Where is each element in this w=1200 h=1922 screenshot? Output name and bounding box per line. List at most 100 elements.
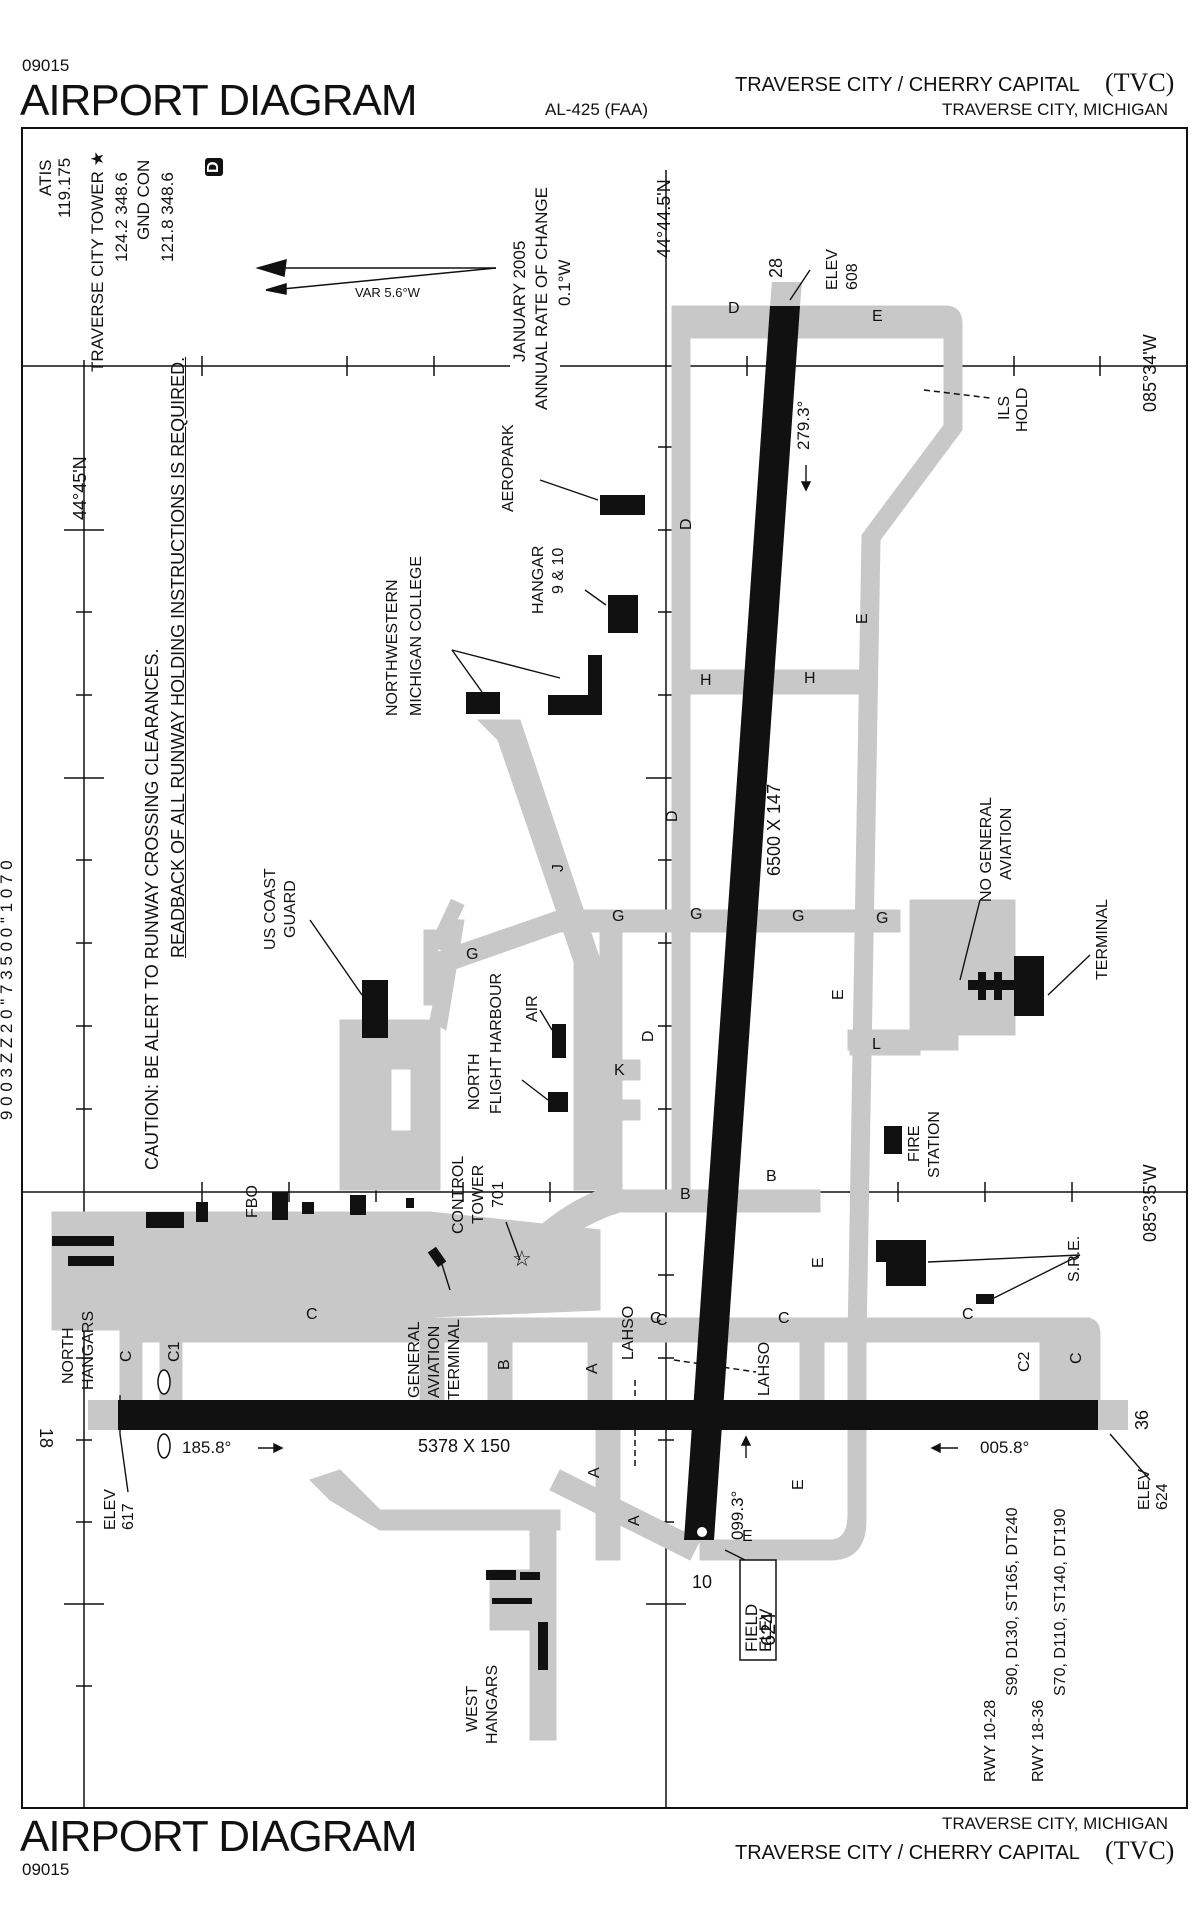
hold-marker-c1-north bbox=[157, 1369, 171, 1395]
rwy-10-28-dimensions: 6500 X 147 bbox=[764, 783, 784, 876]
control-tower-icon: ☆ bbox=[512, 1246, 532, 1271]
label-aeropark: AEROPARK bbox=[500, 424, 517, 512]
fbo-apron bbox=[51, 1211, 601, 1331]
label-control-tower-3: 701 bbox=[490, 1181, 507, 1208]
caution-line-2: READBACK OF ALL RUNWAY HOLDING INSTRUCTI… bbox=[168, 356, 188, 958]
field-elev-box bbox=[739, 1559, 777, 1661]
rwy-18-number: 18 bbox=[36, 1428, 56, 1449]
label-hangar-9-10: 9 & 10 bbox=[550, 547, 567, 594]
taxiway-label-d-4: D bbox=[640, 1030, 657, 1042]
taxiway-label-c-4: C bbox=[962, 1306, 974, 1323]
uscg-building bbox=[362, 980, 388, 1038]
label-uscg-2: GUARD bbox=[282, 880, 299, 938]
label-control-tower-1: CONTROL bbox=[450, 1155, 467, 1234]
heading-arrows bbox=[258, 465, 958, 1458]
lahso-label-1: LAHSO bbox=[620, 1305, 637, 1360]
runway-28-blast-pad bbox=[770, 282, 802, 306]
nmc-building-2 bbox=[466, 692, 500, 714]
lat-top-label: 44°44.5'N bbox=[654, 179, 674, 258]
tower-freq: 124.2 348.6 bbox=[112, 172, 131, 262]
taxiway-label-e-5: G bbox=[466, 946, 479, 963]
taxiway-label-b-3: B bbox=[496, 1359, 513, 1370]
airspace-class-d: D bbox=[205, 158, 223, 176]
taxiway-label-a-3: A bbox=[626, 1515, 643, 1526]
lon-right-top-label: 085°34'W bbox=[1140, 334, 1160, 412]
taxiway-label-b-2: B bbox=[766, 1168, 777, 1185]
label-west-hangars-1: WEST bbox=[464, 1685, 481, 1732]
label-nfh-2: FLIGHT HARBOUR bbox=[488, 972, 505, 1114]
nfh-air-building bbox=[552, 1024, 566, 1058]
taxiway-label-j: J bbox=[550, 864, 567, 872]
nfh-building bbox=[548, 1092, 568, 1112]
taxiway-label-b: B bbox=[680, 1186, 691, 1203]
north-hangar-1 bbox=[52, 1236, 114, 1246]
field-elev-value: 624 bbox=[758, 1612, 780, 1646]
wb-rwy-10-28: RWY 10-28 bbox=[982, 1699, 999, 1782]
taxiway-label-e-2: G bbox=[690, 906, 703, 923]
rwy-10-number: 10 bbox=[692, 1572, 713, 1592]
taxiway-label-k: K bbox=[614, 1062, 625, 1079]
label-west-hangars-2: HANGARS bbox=[484, 1664, 501, 1744]
wb-rwy-10-28-values: S90, D130, ST165, DT240 bbox=[1004, 1507, 1021, 1696]
gnd-freq: 121.8 348.6 bbox=[158, 172, 177, 262]
taxiway-label-c1: C1 bbox=[166, 1341, 183, 1362]
runway-18-36 bbox=[118, 1400, 1098, 1430]
label-fire-2: STATION bbox=[926, 1111, 943, 1178]
taxiway-label-a-1: A bbox=[584, 1363, 601, 1374]
label-hangar: HANGAR bbox=[530, 545, 547, 614]
caution-line-1: CAUTION: BE ALERT TO RUNWAY CROSSING CLE… bbox=[142, 648, 162, 1170]
variation-arrow bbox=[255, 258, 497, 295]
rwy-28-elev-label: ELEV bbox=[824, 249, 841, 290]
coast-guard-apron bbox=[339, 1019, 441, 1191]
label-control-tower-2: TOWER bbox=[470, 1164, 487, 1224]
wb-rwy-18-36-values: S70, D110, ST140, DT190 bbox=[1052, 1508, 1069, 1696]
rwy-18-elev-value: 617 bbox=[120, 1503, 137, 1530]
hold-marker-c1-south bbox=[157, 1433, 171, 1459]
taxiway-label-h-2: H bbox=[804, 670, 816, 687]
label-nmc-1: NORTHWESTERN bbox=[384, 579, 401, 716]
sre-building-2 bbox=[976, 1294, 994, 1304]
footer-cycle: 09015 bbox=[22, 1860, 70, 1879]
taxiway-label-d-3: D bbox=[664, 810, 681, 822]
rwy-36-number: 36 bbox=[1132, 1409, 1152, 1430]
taxiway-label-c-3: C bbox=[778, 1310, 790, 1327]
terminal-building bbox=[1014, 956, 1044, 1016]
taxiway-label-a-2: A bbox=[586, 1467, 603, 1478]
label-gat-2: AVIATION bbox=[426, 1325, 443, 1398]
rwy-28-number: 28 bbox=[766, 257, 786, 278]
variation-rate: 0.1°W bbox=[555, 259, 574, 306]
fbo-building-2 bbox=[272, 1192, 288, 1220]
taxiway-label-c-5: C bbox=[118, 1350, 135, 1362]
west-hangar-2 bbox=[538, 1622, 548, 1670]
footer-title: AIRPORT DIAGRAM bbox=[20, 1812, 418, 1861]
header-location: TRAVERSE CITY, MICHIGAN bbox=[942, 100, 1169, 119]
taxiway-label-d: D bbox=[728, 300, 740, 317]
taxiway-label-c-6: C bbox=[1068, 1352, 1085, 1364]
diagram-frame bbox=[21, 127, 1188, 1809]
label-gat-1: GENERAL bbox=[406, 1321, 423, 1398]
taxiway-label-g-4: E bbox=[810, 1257, 827, 1268]
label-uscg-1: US COAST bbox=[262, 868, 279, 950]
rwy-279-heading: 279.3° bbox=[794, 400, 813, 450]
taxiway-label-e-3: G bbox=[792, 908, 805, 925]
variation-rate-label: ANNUAL RATE OF CHANGE bbox=[532, 187, 551, 410]
taxiway-label-g-6: E bbox=[790, 1479, 807, 1490]
taxiway-label-d-2: D bbox=[678, 518, 695, 530]
taxiway-label-c2: C2 bbox=[1016, 1351, 1033, 1372]
taxiway-label-g-5: E bbox=[742, 1528, 753, 1545]
label-north-hangars-1: NORTH bbox=[60, 1327, 77, 1384]
runway-10-28 bbox=[684, 306, 800, 1540]
header-cycle: 09015 bbox=[22, 56, 70, 75]
footer-location: TRAVERSE CITY, MICHIGAN bbox=[942, 1814, 1169, 1833]
rwy-28-elev-value: 608 bbox=[844, 263, 861, 290]
label-no-ga-2: AVIATION bbox=[998, 807, 1015, 880]
footer-airport-id: (TVC) bbox=[1105, 1836, 1175, 1865]
gnd-label: GND CON bbox=[134, 159, 153, 240]
label-gat-3: TERMINAL bbox=[446, 1319, 463, 1400]
arp-marker bbox=[697, 1527, 707, 1537]
wb-rwy-18-36: RWY 18-36 bbox=[1030, 1699, 1047, 1782]
header-title: AIRPORT DIAGRAM bbox=[20, 76, 418, 125]
sre-building-1 bbox=[876, 1240, 926, 1286]
buildings bbox=[52, 495, 1044, 1670]
